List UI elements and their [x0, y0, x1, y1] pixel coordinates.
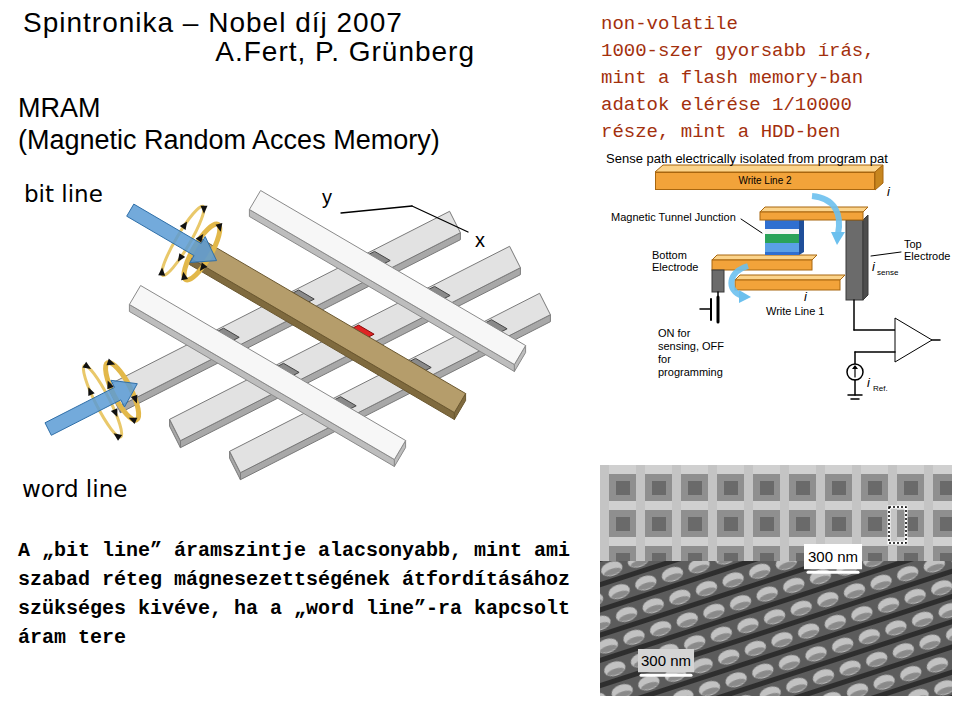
field-arrowhead	[88, 387, 94, 396]
cell-outline	[889, 507, 906, 543]
amplifier-symbol	[895, 318, 932, 362]
field-arrowhead	[114, 433, 123, 441]
top-view	[600, 465, 952, 561]
wire	[854, 329, 895, 331]
feature-note: non-volatile	[601, 11, 738, 38]
field-arrow	[812, 196, 839, 234]
field-arrowhead	[129, 418, 138, 424]
ground-symbol	[848, 394, 862, 396]
switch-note: ON for sensing, OFF for programming	[658, 327, 728, 379]
transistor-channel	[717, 297, 720, 322]
mram-crossbar	[45, 191, 550, 480]
selected-bit-line-top	[189, 239, 465, 413]
mtj-side	[799, 215, 804, 255]
schematic-ground	[591, 150, 941, 415]
part-label: word line	[22, 476, 127, 502]
scale-label-patch	[638, 649, 694, 672]
heading: (Magnetic Random Acces Memory)	[18, 125, 440, 156]
field-arrowhead	[200, 263, 208, 272]
electrode-post	[712, 270, 724, 292]
field-arrowhead	[83, 362, 92, 369]
feature-note: adatok elérése 1/10000 része, mint a HDD…	[601, 92, 901, 146]
electrode-top	[760, 207, 868, 212]
scale-label-patch	[804, 544, 862, 569]
leader-line	[741, 219, 762, 233]
mtj-layer	[765, 220, 799, 229]
part-label: Bottom Electrode	[652, 249, 708, 273]
field-arrowhead	[831, 232, 845, 245]
electrode-pillar	[846, 220, 863, 300]
axis-line	[341, 206, 412, 213]
bar-label: Write Line 2	[738, 175, 791, 187]
mtj-layer	[765, 252, 799, 255]
micrograph	[600, 465, 952, 696]
schematic-caption: Sense path electrically isolated from pr…	[606, 152, 888, 167]
axis-label: x	[475, 229, 485, 252]
field-arrowhead	[131, 395, 138, 404]
field-arrowhead	[216, 223, 223, 232]
field-arrowhead	[181, 272, 188, 280]
electrode-pillar-side	[863, 215, 868, 300]
part-label: Write Line 1	[766, 305, 825, 318]
bit-line-bar-side	[249, 210, 514, 372]
scale-bar-label: 300 nm	[808, 548, 858, 565]
current-source	[847, 364, 863, 380]
current-source-arrow	[852, 365, 858, 369]
wire	[855, 351, 895, 353]
explanation: A „bit line” áramszintje alacsonyabb, mi…	[18, 536, 578, 652]
mtj-layer	[765, 243, 799, 252]
part-label: Magnetic Tunnel Junction	[611, 211, 736, 224]
write-line-bar: Write Line 2	[655, 172, 875, 190]
bottom-electrode	[712, 260, 812, 270]
wire	[854, 352, 856, 364]
current-label: i	[887, 185, 890, 200]
scale-bar	[808, 571, 858, 574]
bit-line-bar-top	[129, 286, 405, 460]
write-line-top	[655, 165, 883, 172]
field-arrowhead	[111, 408, 118, 417]
axis-line	[412, 206, 468, 232]
field-arrowhead	[739, 290, 751, 303]
current-label: i	[867, 376, 870, 391]
field-arrowhead	[107, 359, 116, 366]
scale-bar-label: 300 nm	[641, 652, 691, 669]
bit-line-bar-top	[249, 191, 525, 365]
field-arrowhead	[201, 206, 208, 214]
micrograph-frame	[600, 465, 952, 696]
part-label: bit line	[24, 181, 103, 207]
mtj-layer	[765, 234, 799, 243]
mtj-schematic	[591, 150, 941, 415]
feature-note: 1000-szer gyorsabb írás, mint a flash me…	[601, 38, 901, 92]
current-label: i	[872, 260, 875, 275]
wire	[854, 380, 856, 395]
part-label: Top Electrode	[904, 238, 956, 262]
wire	[932, 339, 940, 341]
field-arrowhead	[180, 221, 187, 230]
current-arrow	[45, 380, 137, 435]
write-line-top	[735, 275, 845, 280]
slide-title: Spintronika – Nobel díj 2007 A.Fert, P. …	[23, 8, 475, 66]
wire	[700, 308, 711, 310]
current-label: i	[804, 290, 807, 305]
cell-outline	[889, 507, 906, 543]
leader-line	[871, 252, 901, 256]
heading: MRAM	[18, 93, 101, 124]
current-subscript: Ref.	[873, 384, 888, 393]
scale-bar	[641, 674, 691, 677]
top-electrode	[760, 212, 863, 220]
current-subscript: sense	[877, 268, 898, 277]
ground-symbol	[851, 398, 859, 400]
field-arrowhead	[158, 268, 165, 276]
electrode-top	[712, 255, 817, 260]
field-arrowhead	[178, 253, 185, 262]
axis-label: y	[322, 186, 332, 209]
write-line-end	[875, 165, 883, 190]
mtj-barrier	[765, 229, 799, 234]
current-arrow	[127, 204, 217, 262]
write-line-1-bar	[735, 280, 840, 290]
oblique-view	[600, 561, 952, 696]
wire	[853, 300, 855, 330]
